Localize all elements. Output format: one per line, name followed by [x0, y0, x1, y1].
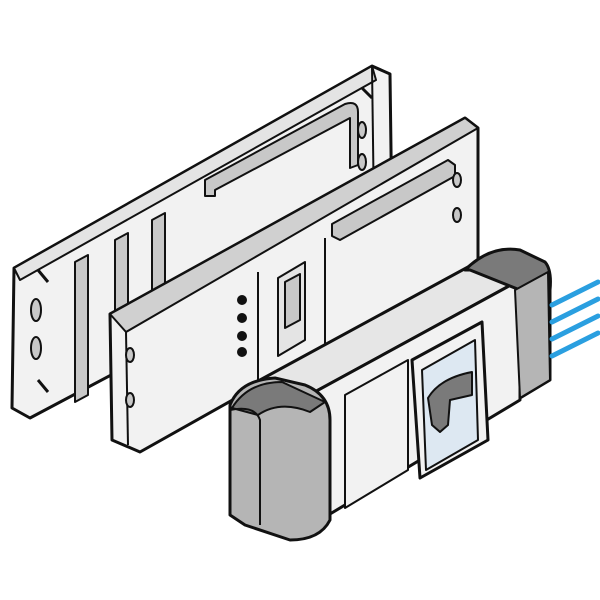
cable-wires — [549, 279, 600, 359]
wire-2 — [549, 296, 600, 325]
wire-3 — [549, 313, 600, 342]
wire-1 — [549, 279, 600, 308]
circuit-breaker-module — [228, 247, 552, 542]
wire-4 — [549, 330, 600, 359]
back-mounting-plate — [10, 64, 394, 420]
front-cover-plate — [108, 116, 480, 454]
